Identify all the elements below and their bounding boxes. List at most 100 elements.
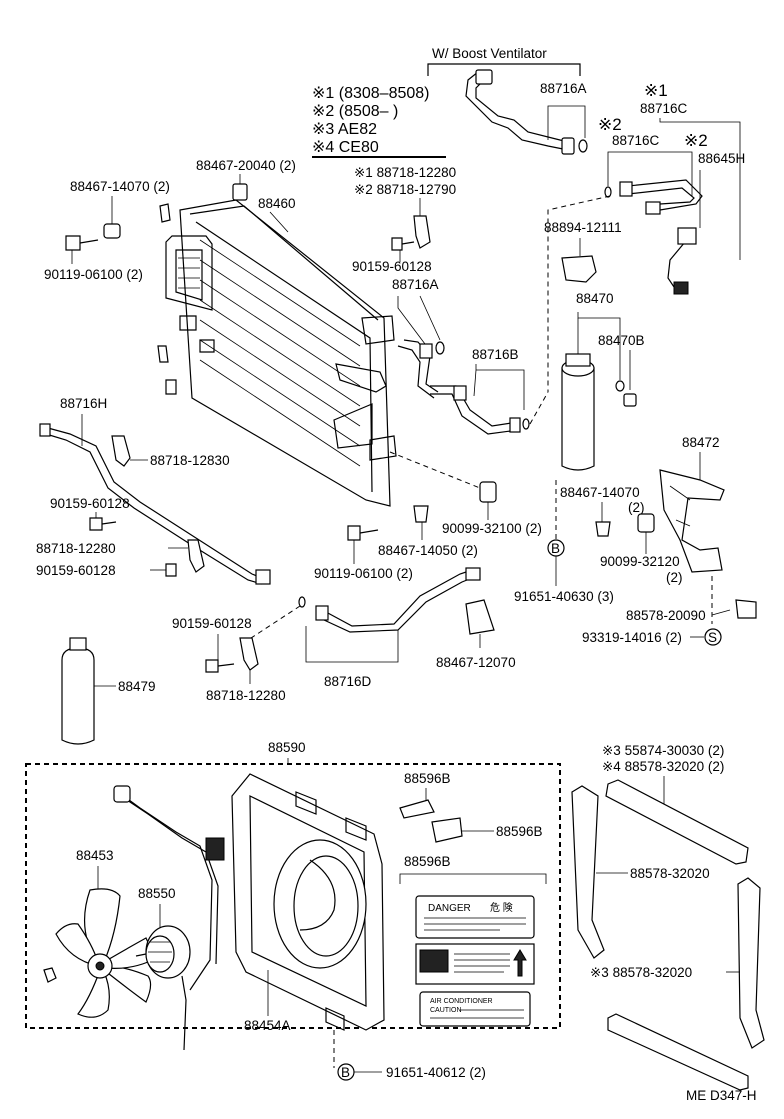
label-88453: 88453 — [76, 848, 114, 863]
motor-lead — [181, 975, 187, 1051]
switch-88645H-plug — [673, 281, 689, 295]
pipe-88716D-b — [323, 577, 473, 633]
notes-block: W/ Boost Ventilator ※1 (8308–8508) ※2 (8… — [312, 46, 581, 158]
label-88578-32020-n3: ※3 88578-32020 — [590, 965, 692, 980]
bolt-90159-left2 — [165, 563, 177, 577]
fan-blade-1 — [84, 888, 121, 965]
bolt-90159-low — [205, 659, 219, 673]
decal-ac-caution-text: CAUTION — [430, 1007, 462, 1014]
grommet-88467-14070-right — [595, 521, 611, 537]
fan-assembly-88590: 88590 88453 88550 — [25, 740, 561, 1081]
condenser-inlet — [335, 363, 387, 393]
label-88467-20040: 88467-20040 (2) — [196, 158, 296, 173]
pipe-88716H-end1 — [39, 423, 51, 437]
label-88716C-1: 88716C — [640, 101, 688, 116]
leader-88578-20090 — [711, 609, 731, 616]
clip-88578-20090 — [735, 599, 757, 619]
leader-88716B — [473, 364, 525, 410]
label-90159-60128-left2: 90159-60128 — [36, 563, 116, 578]
diagram-code: ME D347-H — [686, 1088, 757, 1103]
seal-right-strip — [737, 877, 765, 1049]
cushion-90099-32100 — [479, 481, 497, 503]
condenser-inner-edge — [195, 221, 373, 493]
label-88716C-mark1: ※1 — [644, 81, 668, 100]
cushion-88467-12070 — [465, 599, 495, 635]
label-90159-60128-left: 90159-60128 — [50, 496, 130, 511]
label-88716A-top: 88716A — [540, 81, 587, 96]
shroud-tabs — [295, 791, 367, 841]
condenser-top-fitting — [361, 315, 395, 345]
label-90159-60128-mid: 90159-60128 — [352, 259, 432, 274]
circle-s — [704, 628, 722, 646]
grommet-88467-14070 — [103, 223, 121, 239]
label-88479: 88479 — [118, 679, 156, 694]
boost-oring — [578, 139, 588, 153]
motor-shaft — [135, 953, 147, 957]
pipe-88716H-end2 — [255, 569, 271, 585]
pipe-88716C-a — [627, 179, 703, 211]
oring-88470B — [615, 380, 625, 392]
label-88718-12830: 88718-12830 — [150, 453, 230, 468]
bracket-88894-12111 — [561, 255, 597, 283]
pipe-88716D: B 91651-40630 (3) 88716D 88467-12070 — [247, 480, 614, 689]
fan-nut — [43, 967, 57, 983]
boost-pipe-nut — [475, 69, 493, 85]
condenser-receiver-loop — [165, 235, 213, 311]
fan-connector-2 — [205, 837, 225, 861]
label-88578-32020-n4: ※4 88578-32020 (2) — [602, 759, 724, 774]
condenser-outlet-bracket — [369, 435, 397, 461]
decal-danger: DANGER 危 険 — [415, 895, 535, 939]
bolt-90159-left-head — [89, 517, 103, 531]
pipe-88716B-b — [430, 393, 519, 435]
cushion-88467-20040 — [232, 183, 248, 201]
bolt-90159-left-shank — [101, 521, 117, 525]
label-88645H-mark: ※2 — [684, 131, 708, 150]
boost-pipe-a — [465, 71, 569, 151]
decal-danger-frame — [415, 895, 535, 939]
pipe-88716H: 88716H 88718-12830 — [39, 396, 271, 585]
decal-warning-panel — [419, 949, 449, 973]
label-88470: 88470 — [576, 291, 614, 306]
clamp-88718-12280-low — [239, 637, 259, 671]
pipe-88716B-nut — [453, 385, 467, 401]
motor-face — [145, 935, 175, 973]
label-55874-30030: ※3 55874-30030 (2) — [602, 743, 724, 758]
condenser-top-rail — [189, 205, 379, 321]
note-1: ※1 (8308–8508) — [312, 85, 430, 102]
dash-condenser-cushion — [389, 451, 481, 489]
can-88479-cap — [69, 637, 87, 651]
condenser-tabs-left — [157, 345, 177, 395]
label-88716B: 88716B — [472, 347, 519, 362]
receiver-88470: 88894-12111 88470 88470B — [544, 220, 645, 471]
bolt-90119-head — [65, 235, 81, 251]
circle-s-letter: S — [708, 630, 717, 645]
label-88716A-mid: 88716A — [392, 277, 439, 292]
seal-top-strip — [605, 779, 749, 865]
label-88454A: 88454A — [244, 1018, 291, 1033]
fan-assembly-box — [25, 763, 561, 1029]
decal-danger-kanji: 危 険 — [490, 902, 513, 914]
bracket-88472-group: 88472 88467-14070 (2) 90099-32120 (2) 88… — [560, 435, 757, 646]
switch-88645H-body — [677, 227, 697, 245]
decal-ac-lines — [430, 1009, 524, 1019]
label-88470B: 88470B — [598, 333, 645, 348]
motor-ribs — [148, 941, 172, 963]
label-90159-60128-low: 90159-60128 — [172, 616, 252, 631]
condenser-loop-fins — [178, 257, 200, 289]
leader-88596B-3 — [399, 873, 547, 884]
bolt-90119-mid-shank — [359, 529, 379, 534]
label-88467-14070-right: 88467-14070 — [560, 485, 640, 500]
label-90099-32100: 90099-32100 (2) — [442, 521, 542, 536]
note-3: ※3 AE82 — [312, 121, 377, 138]
label-88718-12280-n1: ※1 88718-12280 — [354, 165, 456, 180]
decal-ac-frame — [419, 991, 531, 1027]
shroud-inner — [249, 795, 367, 1007]
pipe-88716A-mid: 88716A — [392, 277, 445, 399]
bracket-88472-detail — [669, 485, 691, 527]
center-fasteners: 90119-06100 (2) 88467-14050 (2) 90099-32… — [314, 451, 542, 581]
label-90119-06100-top: 90119-06100 (2) — [44, 267, 143, 282]
cushion-90099-32120 — [637, 513, 655, 533]
label-88467-14070-top: 88467-14070 (2) — [70, 179, 170, 194]
label-88467-14070-right-qty: (2) — [628, 500, 645, 515]
